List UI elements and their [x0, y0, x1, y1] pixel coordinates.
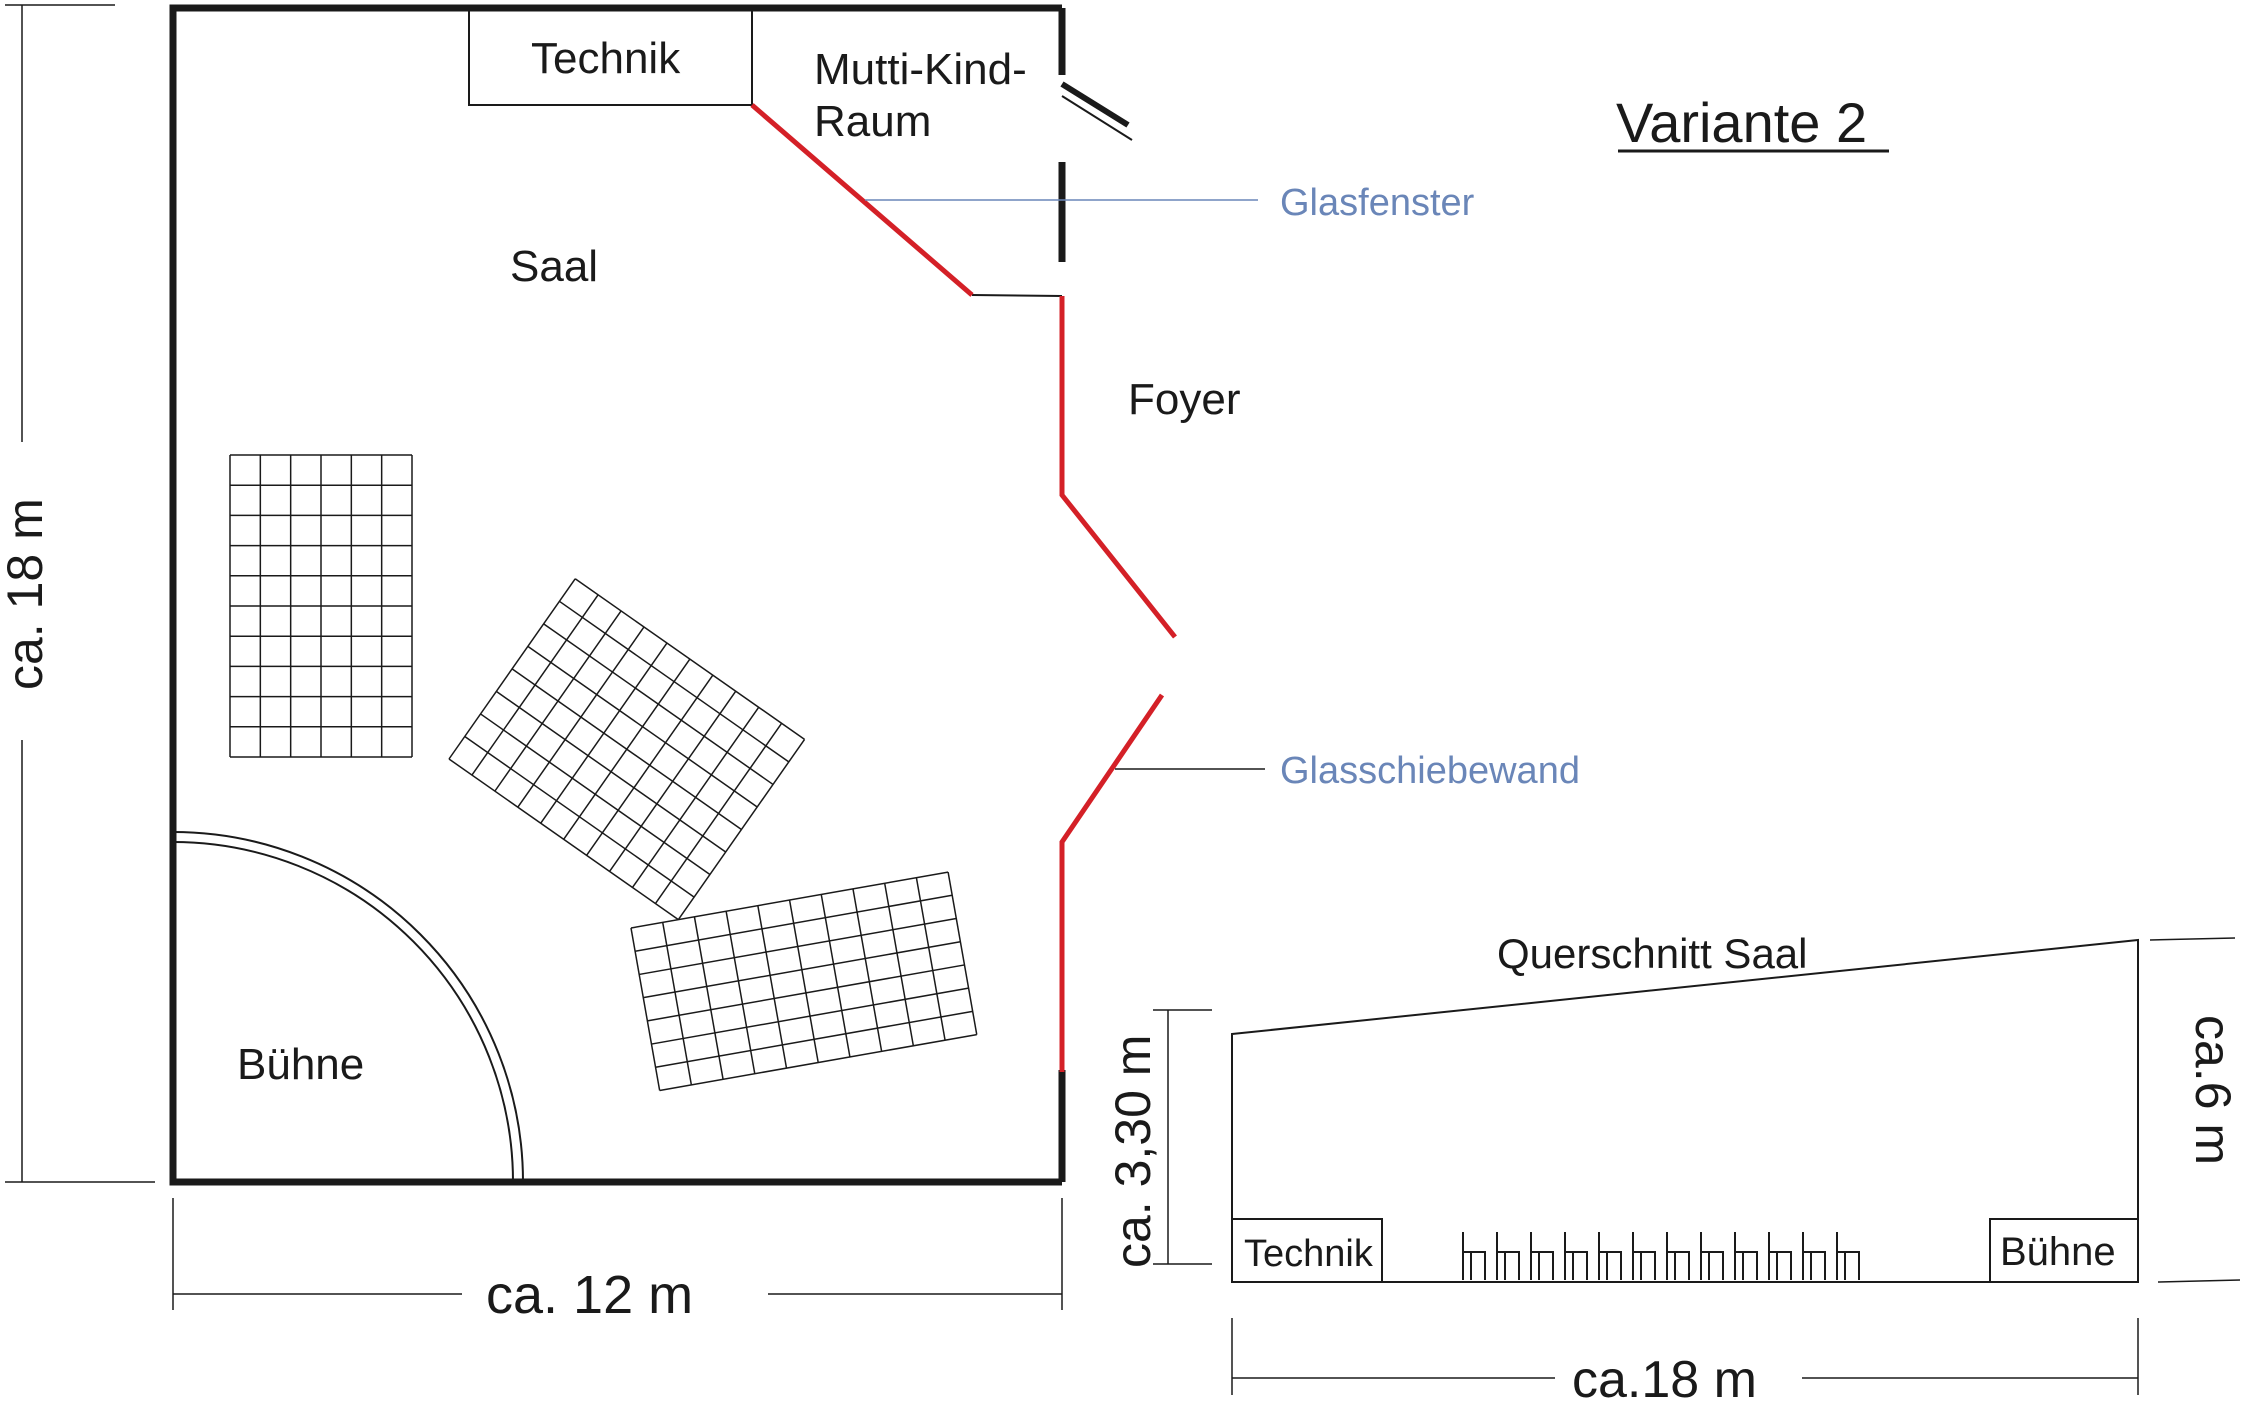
chair-symbol: [1700, 1232, 1724, 1280]
cross-section-buehne-box: [1989, 1218, 2139, 1283]
stage-area: [172, 831, 524, 1183]
seat-grid-line: [540, 642, 668, 824]
mutti-kind-label-2: Raum: [814, 97, 931, 146]
chair-symbol: [1666, 1232, 1690, 1280]
seat-grid-line: [471, 594, 599, 776]
cross-section-technik-box: [1231, 1218, 1383, 1283]
seat-grid-line: [654, 722, 783, 904]
seat-grid-line: [643, 940, 961, 999]
seat-grid-line: [563, 658, 691, 840]
dimension-length-label: ca.18 m: [1572, 1351, 1757, 1398]
stage-arc-inner: [172, 841, 514, 1183]
seating-block-tilted: [630, 871, 978, 1092]
dimension-height: [5, 4, 155, 1183]
dimension-height-label: ca. 18 m: [0, 498, 53, 690]
seat-grid-line: [448, 578, 576, 760]
foyer-label: Foyer: [1128, 375, 1240, 424]
seat-grid-line: [725, 911, 756, 1074]
chair-symbol: [1496, 1232, 1520, 1280]
chair-symbol: [1530, 1232, 1554, 1280]
chair-symbol: [1836, 1232, 1860, 1280]
glass-wall-foyer-upper: [1059, 296, 1177, 639]
glasfenster-annotation: Glasfenster: [1280, 182, 1475, 224]
seat-grid-line: [630, 927, 661, 1091]
seat-grid-line: [448, 758, 679, 921]
mutti-kind-label-1: Mutti-Kind-: [814, 45, 1027, 94]
dimension-high-height-label: ca.6 m: [2185, 1015, 2241, 1165]
seating-block-diagonal: [448, 578, 806, 921]
seat-grid-line: [852, 888, 883, 1052]
seat-grid-line: [915, 877, 946, 1041]
seat-grid-line: [655, 1010, 973, 1069]
diagram-title: Variante 2: [1616, 91, 1867, 154]
technik-room-label: Technik: [531, 34, 681, 83]
seating-block-straight: [229, 454, 413, 758]
seat-grid-line: [883, 883, 915, 1046]
chair-symbol: [1768, 1232, 1792, 1280]
seat-grid-line: [517, 626, 645, 808]
dimension-length: [1231, 1318, 2139, 1395]
dimension-low-height-label: ca. 3,30 m: [1105, 1035, 1161, 1268]
seat-grid-line: [494, 610, 622, 792]
chair-symbol: [1632, 1232, 1656, 1280]
seat-grid-line: [693, 916, 724, 1080]
glass-walls: [750, 103, 1177, 1072]
chair-symbol: [1802, 1232, 1826, 1280]
wall-left-top-bottom: [169, 4, 1062, 1186]
seat-grid-line: [631, 706, 760, 888]
chair-symbol: [1734, 1232, 1758, 1280]
seat-grid-line: [677, 738, 806, 921]
cross-section-title: Querschnitt Saal: [1497, 930, 1808, 977]
chair-symbol: [1462, 1232, 1486, 1280]
seat-grid-line: [788, 899, 819, 1063]
seat-grid-line: [639, 917, 957, 976]
dimension-low-height: [1153, 1009, 1212, 1265]
seat-grid-line: [661, 922, 693, 1086]
seat-grid-line: [820, 894, 851, 1058]
glass-sliding-wall: [1059, 693, 1165, 1072]
dimension-high-height: [2149, 937, 2241, 1283]
saal-label: Saal: [510, 242, 598, 291]
glasschiebewand-annotation: Glasschiebewand: [1280, 750, 1580, 792]
cross-section-buehne-label: Bühne: [2000, 1230, 2116, 1274]
seat-grid-line: [659, 1033, 977, 1092]
seat-grid-line: [634, 894, 953, 952]
glass-window-diagonal: [750, 103, 974, 297]
dimension-width-label: ca. 12 m: [486, 1265, 693, 1325]
seat-grid-line: [586, 674, 714, 856]
seat-grid-line: [630, 871, 949, 929]
chair-symbol: [1598, 1232, 1622, 1280]
stage-arc-outer: [172, 831, 524, 1183]
cross-section-chairs: [1462, 1232, 1860, 1280]
seat-grid-line: [947, 871, 978, 1035]
door-mutti-kind: [1060, 81, 1133, 141]
seat-grid-line: [651, 987, 969, 1045]
dimension-width: [172, 1198, 1063, 1310]
buehne-label: Bühne: [237, 1040, 364, 1089]
outer-walls: [169, 4, 1066, 1186]
seat-grid-line: [647, 964, 965, 1022]
window-corner-line: [971, 294, 1063, 297]
chair-symbol: [1564, 1232, 1588, 1280]
seat-grid-line: [757, 905, 788, 1069]
cross-section-technik-label: Technik: [1244, 1233, 1374, 1275]
seat-grid-line: [608, 690, 737, 872]
